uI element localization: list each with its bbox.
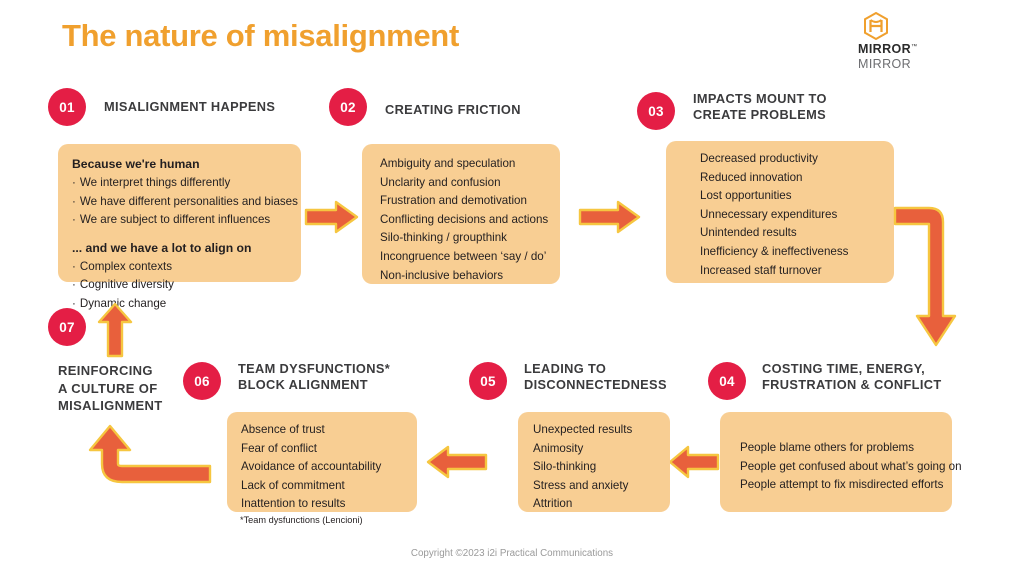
list-item: People get confused about what’s going o… bbox=[740, 459, 962, 473]
arrow-step7-to-step1 bbox=[97, 302, 133, 358]
step-03-list: Decreased productivity Reduced innovatio… bbox=[700, 150, 860, 280]
list-item: Silo-thinking bbox=[533, 460, 597, 474]
list-item: We are subject to different influences bbox=[72, 211, 287, 230]
step-badge-06: 06 bbox=[183, 362, 221, 400]
list-item: Reduced innovation bbox=[700, 170, 803, 184]
list-item: Fear of conflict bbox=[241, 441, 318, 455]
list-item: Unexpected results bbox=[533, 423, 633, 436]
step-panel-06: Absence of trust Fear of conflict Avoida… bbox=[227, 412, 417, 512]
logo-text-primary: MIRROR™ bbox=[858, 42, 918, 56]
list-item: Lost opportunities bbox=[700, 189, 792, 203]
step-badge-01: 01 bbox=[48, 88, 86, 126]
step-panel-01: Because we're human We interpret things … bbox=[58, 144, 301, 310]
step-title-03: IMPACTS MOUNT TO CREATE PROBLEMS bbox=[693, 91, 827, 122]
step-01-group-heading-2: ... and we have a lot to align on bbox=[72, 240, 252, 255]
step-01-list-1: We interpret things differently We have … bbox=[72, 174, 298, 230]
list-item: Animosity bbox=[533, 441, 584, 455]
step-panel-05: Unexpected results Animosity Silo-thinki… bbox=[518, 412, 670, 512]
step-06-list: Absence of trust Fear of conflict Avoida… bbox=[241, 421, 403, 514]
list-item: Unintended results bbox=[700, 226, 797, 240]
logo-text-secondary: MIRROR bbox=[858, 57, 912, 71]
mirror-hexagon-logo-icon bbox=[864, 12, 888, 40]
step-title-05: LEADING TO DISCONNECTEDNESS bbox=[524, 361, 667, 392]
list-item: Inattention to results bbox=[241, 497, 346, 511]
step-number-06: 06 bbox=[194, 373, 210, 389]
list-item: Frustration and demotivation bbox=[380, 194, 527, 208]
trademark-symbol: ™ bbox=[911, 43, 918, 50]
step-title-01: MISALIGNMENT HAPPENS bbox=[104, 99, 276, 114]
brand-logo: MIRROR™ MIRROR bbox=[857, 12, 967, 71]
step-badge-03: 03 bbox=[637, 92, 675, 130]
step-number-07: 07 bbox=[59, 319, 75, 335]
list-item: Inefficiency & ineffectiveness bbox=[700, 244, 849, 258]
step-number-03: 03 bbox=[648, 103, 664, 119]
list-item: Incongruence between ‘say / do’ bbox=[380, 249, 547, 263]
list-item: Avoidance of accountability bbox=[241, 460, 382, 474]
list-item: Attrition bbox=[533, 497, 573, 511]
list-item: We interpret things differently bbox=[72, 174, 287, 193]
list-item: Cognitive diversity bbox=[72, 276, 287, 295]
list-item: Dynamic change bbox=[72, 295, 287, 314]
step-number-05: 05 bbox=[480, 373, 496, 389]
arrow-step5-to-step6 bbox=[426, 445, 488, 479]
list-item: Non-inclusive behaviors bbox=[380, 268, 504, 282]
list-item: Unnecessary expenditures bbox=[700, 207, 838, 221]
step-panel-03: Decreased productivity Reduced innovatio… bbox=[666, 141, 894, 283]
step-panel-04: People blame others for problems People … bbox=[720, 412, 962, 512]
step-04-list: People blame others for problems People … bbox=[740, 439, 962, 495]
step-01-group-heading-1: Because we're human bbox=[72, 157, 200, 171]
list-item: People blame others for problems bbox=[740, 441, 914, 454]
list-item: We have different personalities and bias… bbox=[72, 193, 298, 212]
list-item: Unclarity and confusion bbox=[380, 175, 501, 189]
list-item: Decreased productivity bbox=[700, 152, 818, 165]
arrow-step3-to-step4 bbox=[893, 206, 957, 347]
list-item: Increased staff turnover bbox=[700, 263, 822, 277]
arrow-step4-to-step5 bbox=[668, 445, 720, 479]
group-spacer bbox=[72, 230, 287, 239]
arrow-step1-to-step2 bbox=[304, 200, 359, 234]
list-item: Lack of commitment bbox=[241, 478, 345, 492]
step-title-04: COSTING TIME, ENERGY, FRUSTRATION & CONF… bbox=[762, 361, 942, 392]
step-02-list: Ambiguity and speculation Unclarity and … bbox=[380, 155, 549, 285]
step-panel-02: Ambiguity and speculation Unclarity and … bbox=[362, 144, 560, 284]
page-title: The nature of misalignment bbox=[62, 18, 459, 53]
step-badge-04: 04 bbox=[708, 362, 746, 400]
step-title-07: REINFORCING A CULTURE OF MISALIGNMENT bbox=[58, 363, 163, 413]
step-badge-05: 05 bbox=[469, 362, 507, 400]
step-badge-02: 02 bbox=[329, 88, 367, 126]
arrow-step6-to-step7 bbox=[88, 424, 212, 484]
step-title-02: CREATING FRICTION bbox=[385, 102, 521, 117]
step-number-02: 02 bbox=[340, 99, 356, 115]
step-01-list-2: Complex contexts Cognitive diversity Dyn… bbox=[72, 258, 287, 314]
step-badge-07: 07 bbox=[48, 308, 86, 346]
logo-word-mirror-1: MIRROR bbox=[858, 42, 912, 56]
list-item: Complex contexts bbox=[72, 258, 287, 277]
step-06-footnote: *Team dysfunctions (Lencioni) bbox=[240, 515, 363, 525]
list-item: Ambiguity and speculation bbox=[380, 157, 516, 170]
step-number-04: 04 bbox=[719, 373, 735, 389]
list-item: Stress and anxiety bbox=[533, 478, 629, 492]
list-item: People attempt to fix misdirected effort… bbox=[740, 478, 944, 492]
footer-copyright: Copyright ©2023 i2i Practical Communicat… bbox=[410, 548, 614, 559]
list-item: Absence of trust bbox=[241, 423, 325, 436]
list-item: Silo-thinking / groupthink bbox=[380, 231, 507, 245]
step-05-list: Unexpected results Animosity Silo-thinki… bbox=[533, 421, 655, 514]
step-title-06: TEAM DYSFUNCTIONS* BLOCK ALIGNMENT bbox=[238, 361, 391, 392]
step-number-01: 01 bbox=[59, 99, 75, 115]
list-item: Conflicting decisions and actions bbox=[380, 212, 549, 226]
arrow-step2-to-step3 bbox=[578, 200, 641, 234]
